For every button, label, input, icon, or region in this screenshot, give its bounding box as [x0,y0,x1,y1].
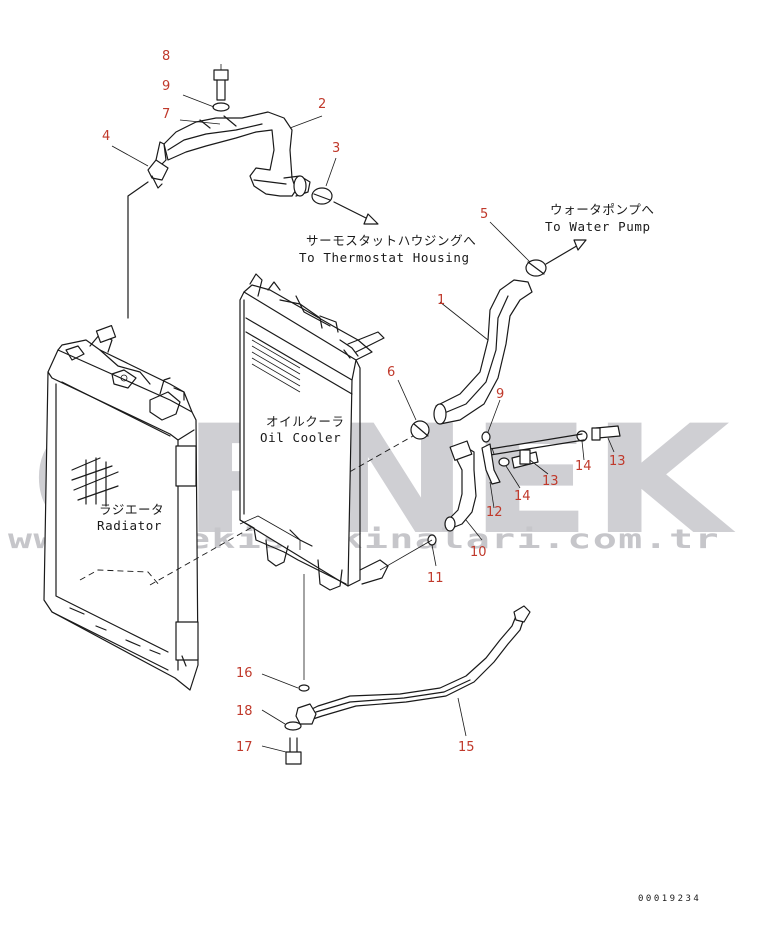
callout-16: 16 [236,666,253,681]
waterpump-label-en: To Water Pump [545,219,651,234]
part-callouts: 1 2 3 4 5 6 7 8 9 9 10 11 12 13 13 14 14… [102,49,626,755]
callout-6: 6 [387,365,395,380]
callout-17: 17 [236,740,253,755]
destination-labels: サーモスタットハウジングへ To Thermostat Housing ウォータ… [97,202,654,533]
callout-11: 11 [427,571,444,586]
callout-4: 4 [102,129,110,144]
callout-14-upper: 14 [575,459,592,474]
drawing-code: 00019234 [638,894,701,904]
oilcooler-label-jp: オイルクーラ [266,414,345,429]
radiator-label-jp: ラジエータ [99,502,164,517]
waterpump-label-jp: ウォータポンプへ [550,202,654,217]
radiator-label-en: Radiator [97,518,162,533]
radiator [43,181,421,691]
hose-15 [295,605,531,725]
callout-14-lower: 14 [514,489,531,504]
thermostat-label-jp: サーモスタットハウジングへ [306,233,476,248]
callout-2: 2 [318,97,326,112]
callout-15: 15 [458,740,475,755]
callout-12: 12 [486,505,503,520]
callout-1: 1 [437,293,445,308]
leader-lines [111,64,615,753]
callout-18: 18 [236,704,253,719]
callout-7: 7 [162,107,170,122]
hose-upper [155,111,311,197]
callout-9-top: 9 [162,79,170,94]
callout-3: 3 [332,141,340,156]
oilcooler-label-en: Oil Cooler [260,430,341,445]
hose-lower [433,279,533,425]
callout-8: 8 [162,49,170,64]
callout-9-right: 9 [496,387,504,402]
callout-13-lower: 13 [542,474,559,489]
callout-5: 5 [480,207,488,222]
thermostat-label-en: To Thermostat Housing [299,250,470,265]
oil-cooler [239,273,389,680]
tube-10 [379,433,585,571]
callout-10: 10 [470,545,487,560]
callout-13-upper: 13 [609,454,626,469]
small-parts [147,69,621,765]
